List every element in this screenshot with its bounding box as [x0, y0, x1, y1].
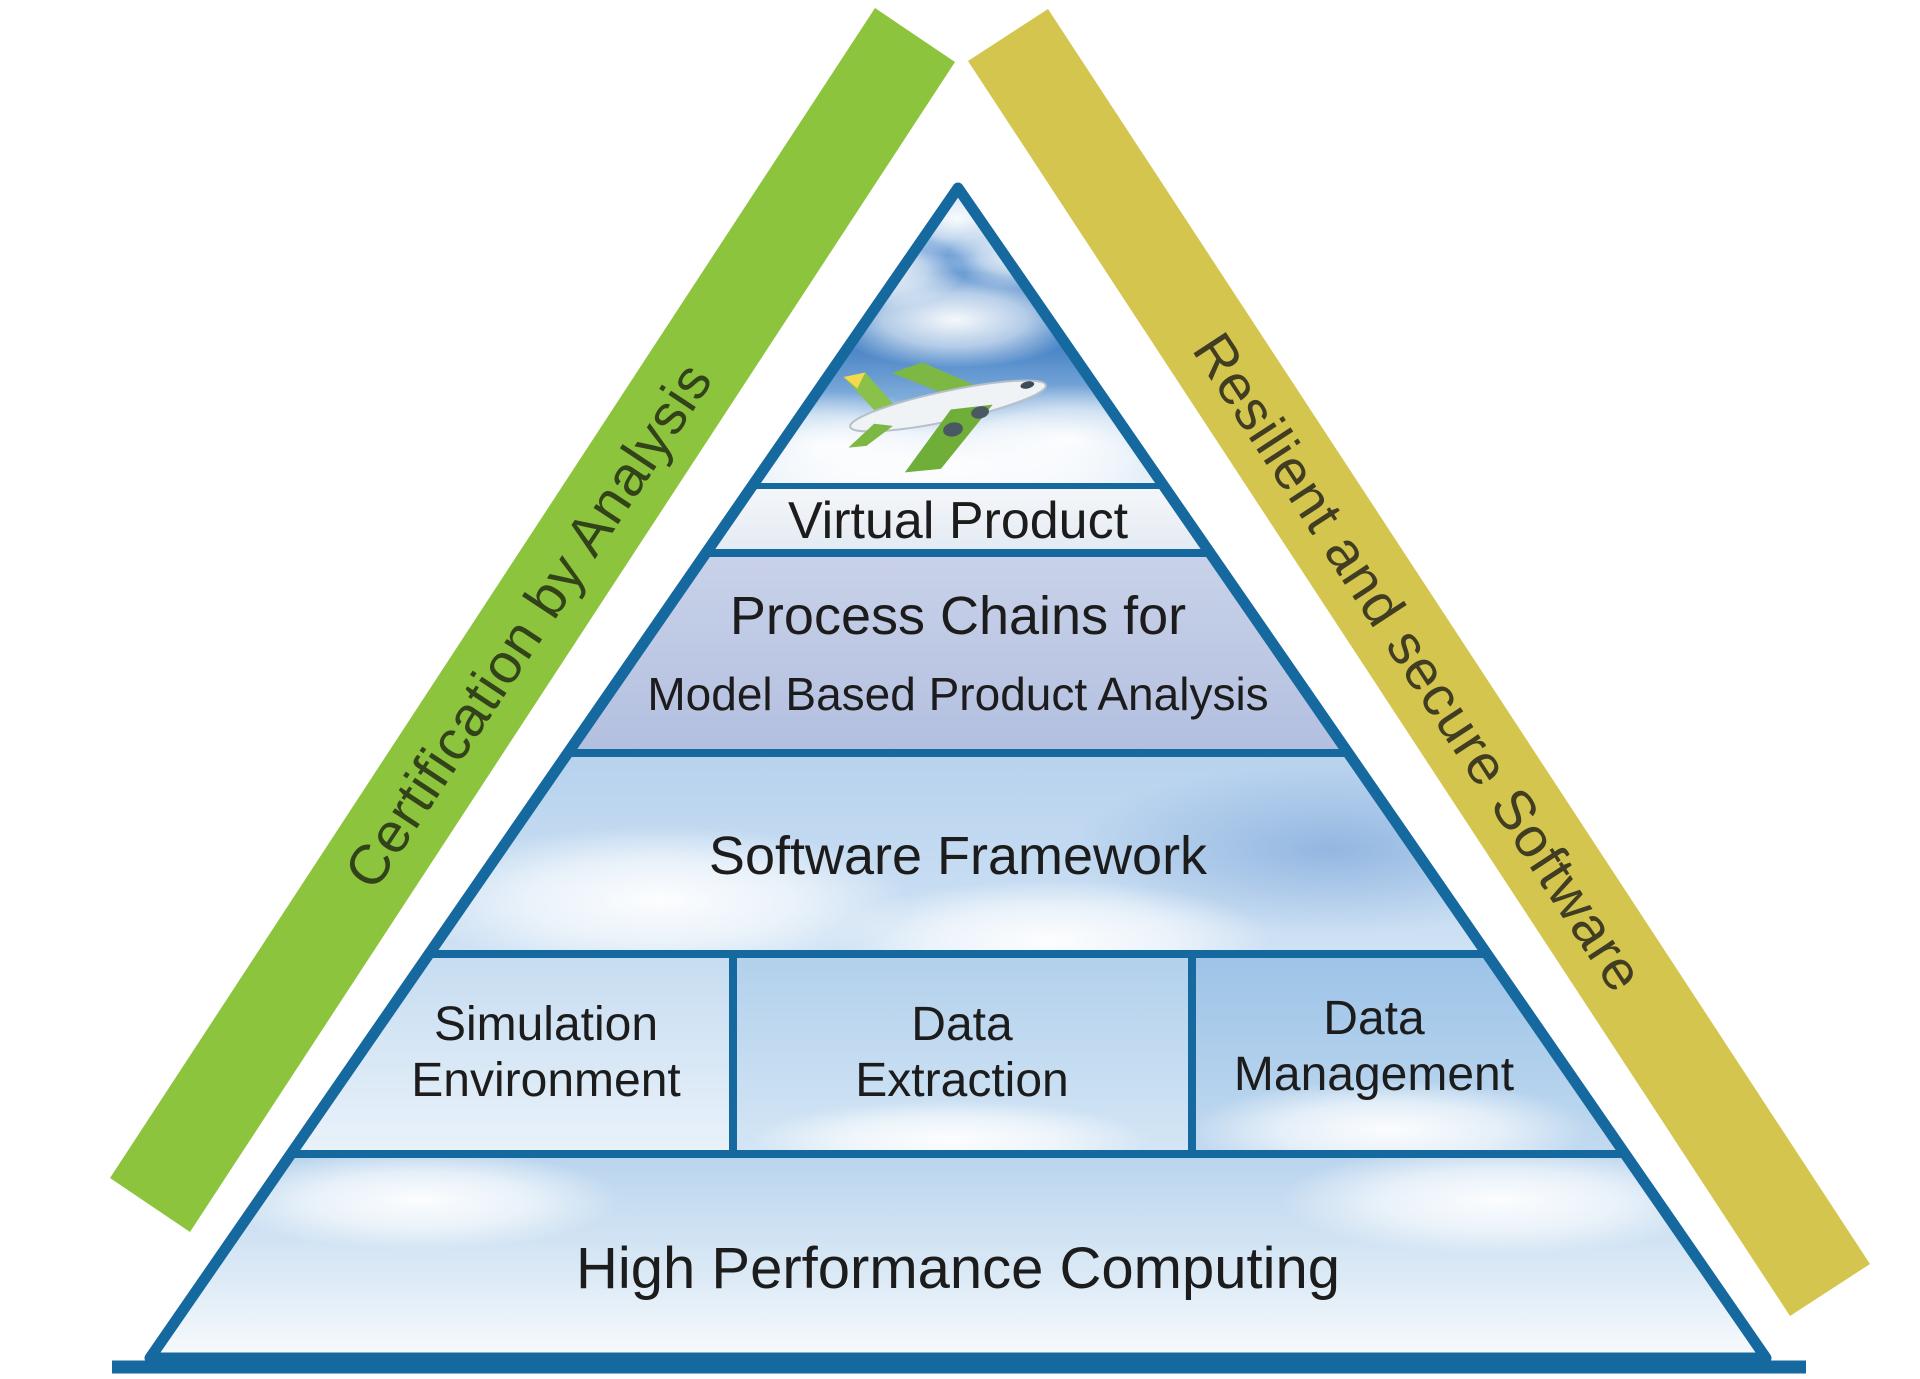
- data-extraction-label-line1: Data: [911, 998, 1013, 1051]
- process-chains-region: [150, 553, 1766, 753]
- data-extraction-label-line2: Extraction: [855, 1054, 1068, 1107]
- simulation-environment-label-line1: Simulation: [434, 998, 658, 1051]
- software-framework-label: Software Framework: [709, 826, 1208, 886]
- simulation-environment-label-line2: Environment: [411, 1054, 680, 1107]
- pyramid-interior: [150, 188, 1766, 1358]
- data-management-label-line1: Data: [1323, 992, 1425, 1045]
- hpc-clouds-decoration: [220, 1145, 1720, 1255]
- airplane-graphic: [843, 362, 1047, 473]
- virtual-product-label: Virtual Product: [788, 492, 1129, 550]
- process-chains-label-line2: Model Based Product Analysis: [647, 668, 1268, 720]
- hpc-label: High Performance Computing: [576, 1236, 1340, 1301]
- left-band: [110, 8, 955, 1232]
- process-chains-label-line1: Process Chains for: [730, 586, 1186, 646]
- pyramid-outline: [144, 182, 1772, 1364]
- data-management-label-line2: Management: [1234, 1048, 1514, 1101]
- right-band: [968, 9, 1870, 1316]
